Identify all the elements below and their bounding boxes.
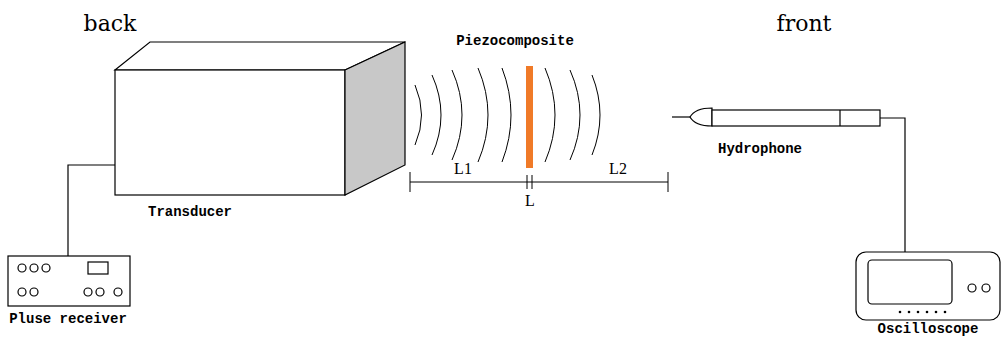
- dimension-label: L1: [452, 160, 474, 178]
- part-label: Transducer: [148, 205, 232, 220]
- panel-dot: [935, 311, 938, 314]
- pulse-receiver: [8, 256, 130, 306]
- wires: [68, 118, 905, 258]
- panel-dot: [899, 311, 902, 314]
- hydrophone-probe: [672, 108, 880, 126]
- side-label: back: [84, 12, 137, 36]
- dimension-line: [410, 172, 668, 192]
- side-label: front: [777, 12, 832, 36]
- oscilloscope-dots: [899, 311, 947, 314]
- part-label: Oscilloscope: [878, 322, 979, 337]
- panel-dot: [908, 311, 911, 314]
- piezocomposite-plate: [526, 66, 533, 168]
- panel-dot: [926, 311, 929, 314]
- dimension-label: L2: [607, 160, 629, 178]
- panel-dot: [917, 311, 920, 314]
- part-label: Piezocomposite: [456, 34, 574, 49]
- panel-dot: [944, 311, 947, 314]
- part-label: Hydrophone: [718, 142, 802, 157]
- transducer-box: [115, 42, 405, 195]
- dimension-label: L: [523, 192, 537, 210]
- oscilloscope: [856, 252, 1000, 320]
- sound-waves: [415, 68, 600, 162]
- part-label: Pluse receiver: [9, 312, 127, 327]
